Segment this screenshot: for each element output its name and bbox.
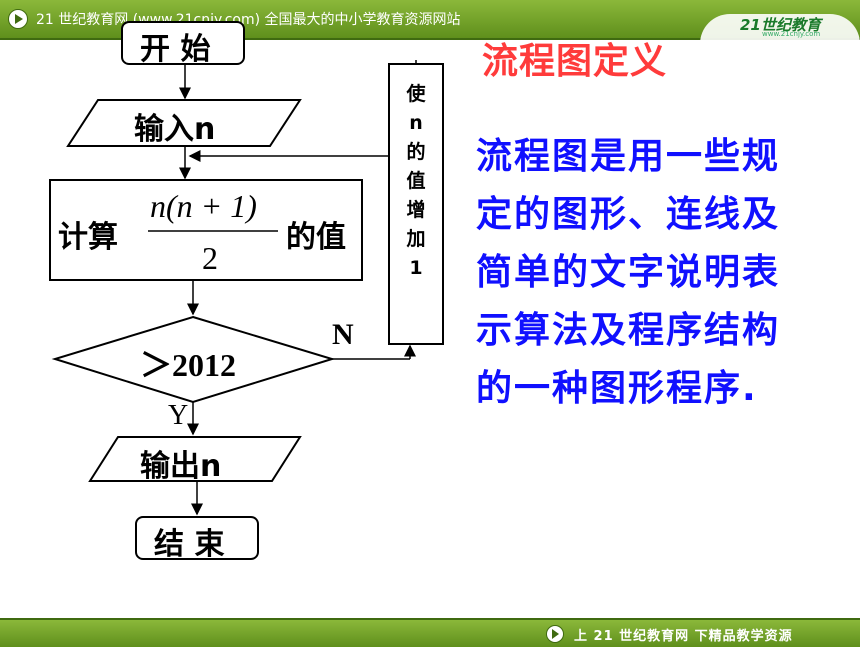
loop-note: 使 n 的 值 增 加 1 <box>390 80 442 283</box>
start-label: 开 始 <box>140 32 211 67</box>
loop-note-char: 使 <box>406 83 426 105</box>
yes-branch-label: Y <box>168 400 189 431</box>
condition-label: ＞2012 <box>140 347 237 383</box>
output-label: 输出n <box>140 449 222 484</box>
calc-process <box>49 179 363 281</box>
end-terminal <box>135 516 259 560</box>
logo-text: 21世纪教育 <box>740 16 821 34</box>
output-parallelogram <box>88 436 302 482</box>
loop-increment-box <box>388 63 444 345</box>
formula-numerator: n(n + 1) <box>150 188 257 224</box>
input-parallelogram <box>66 99 302 147</box>
loop-note-char: 值 <box>406 170 426 192</box>
loop-note-char: 加 <box>406 228 426 250</box>
calc-prefix-label: 计算 <box>58 220 118 255</box>
bottom-banner: 上 21 世纪教育网 下精品教学资源 <box>0 618 860 647</box>
formula-denominator: 2 <box>202 240 218 276</box>
loop-note-char: 增 <box>406 199 426 221</box>
loop-note-char: n <box>409 112 423 134</box>
footer-slogan: 上 21 世纪教育网 下精品教学资源 <box>574 629 793 644</box>
calc-suffix-label: 的值 <box>286 220 346 255</box>
play-icon[interactable] <box>546 625 564 643</box>
site-logo[interactable]: 21世纪教育 www.21cnjy.com <box>700 0 860 44</box>
logo-swoosh <box>700 14 860 44</box>
loop-note-char: 的 <box>406 141 426 163</box>
logo-url: www.21cnjy.com <box>762 30 821 38</box>
start-terminal <box>121 21 245 65</box>
input-label: 输入n <box>134 112 216 147</box>
definition-title: 流程图定义 <box>482 41 668 82</box>
loop-note-char: 1 <box>409 257 423 279</box>
no-branch-label: N <box>332 318 354 351</box>
play-icon[interactable] <box>8 9 28 29</box>
end-label: 结 束 <box>154 527 225 562</box>
definition-text: 流程图是用一些规定的图形、连线及简单的文字说明表示算法及程序结构的一种图形程序. <box>476 136 781 409</box>
